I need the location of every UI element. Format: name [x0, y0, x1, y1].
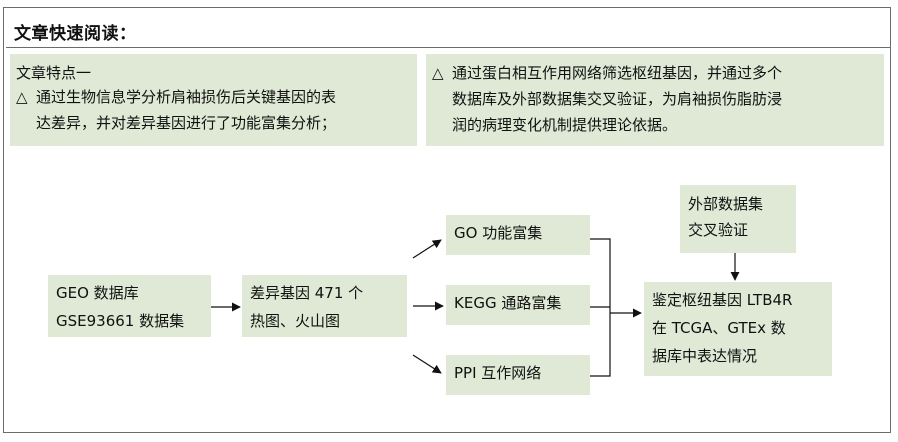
ltb-line3: 据库中表达情况	[652, 347, 758, 365]
geo-line1: GEO 数据库	[56, 284, 139, 302]
kegg-enrichment-box: KEGG 通路富集	[446, 285, 590, 325]
triangle-icon: △	[432, 64, 444, 82]
external-line2: 交叉验证	[688, 221, 749, 239]
features-right-line2: 数据库及外部数据集交叉验证，为肩袖损伤脂肪浸	[452, 90, 783, 108]
external-line1: 外部数据集	[688, 195, 764, 213]
features-right-panel: △ 通过蛋白相互作用网络筛选枢纽基因，并通过多个 数据库及外部数据集交叉验证，为肩…	[426, 54, 884, 146]
features-left-panel: 文章特点一 △ 通过生物信息学分析肩袖损伤后关键基因的表 达差异，并对差异基因进行…	[10, 54, 417, 146]
connector-ppi	[590, 307, 611, 377]
triangle-icon: △	[16, 88, 28, 106]
geo-database-box: GEO 数据库 GSE93661 数据集	[48, 275, 211, 337]
title-bar: 文章快速阅读：	[6, 13, 890, 48]
features-right-text: △ 通过蛋白相互作用网络筛选枢纽基因，并通过多个 数据库及外部数据集交叉验证，为肩…	[432, 60, 878, 138]
features-left-line1: 通过生物信息学分析肩袖损伤后关键基因的表	[36, 88, 337, 106]
arrow-diff-to-go	[412, 239, 442, 259]
ltb-line1: 鉴定枢纽基因 LTB4R	[652, 291, 793, 309]
figure-frame	[3, 7, 891, 433]
go-label: GO 功能富集	[454, 224, 543, 242]
features-left-line2: 达差异，并对差异基因进行了功能富集分析；	[36, 114, 337, 132]
connector-go	[590, 238, 611, 307]
ltb4r-identification-box: 鉴定枢纽基因 LTB4R 在 TCGA、GTEx 数 据库中表达情况	[644, 282, 832, 376]
features-left-text: △ 通过生物信息学分析肩袖损伤后关键基因的表 达差异，并对差异基因进行了功能富集分…	[16, 84, 412, 136]
diff-line1: 差异基因 471 个	[250, 284, 364, 302]
features-right-line1: 通过蛋白相互作用网络筛选枢纽基因，并通过多个	[452, 64, 783, 82]
features-right-line3: 润的病理变化机制提供理论依据。	[452, 116, 678, 134]
page-title: 文章快速阅读：	[14, 24, 137, 44]
arrow-diff-to-ppi	[412, 354, 442, 374]
external-validation-box: 外部数据集 交叉验证	[680, 185, 796, 253]
ppi-label: PPI 互作网络	[454, 364, 542, 382]
geo-line2: GSE93661 数据集	[56, 312, 185, 330]
ltb-line2: 在 TCGA、GTEx 数	[652, 319, 786, 337]
diff-genes-box: 差异基因 471 个 热图、火山图	[242, 275, 407, 337]
ppi-network-box: PPI 互作网络	[446, 355, 590, 395]
kegg-label: KEGG 通路富集	[454, 294, 562, 312]
go-enrichment-box: GO 功能富集	[446, 215, 590, 255]
features-heading: 文章特点一	[16, 64, 92, 82]
diff-line2: 热图、火山图	[250, 312, 341, 330]
